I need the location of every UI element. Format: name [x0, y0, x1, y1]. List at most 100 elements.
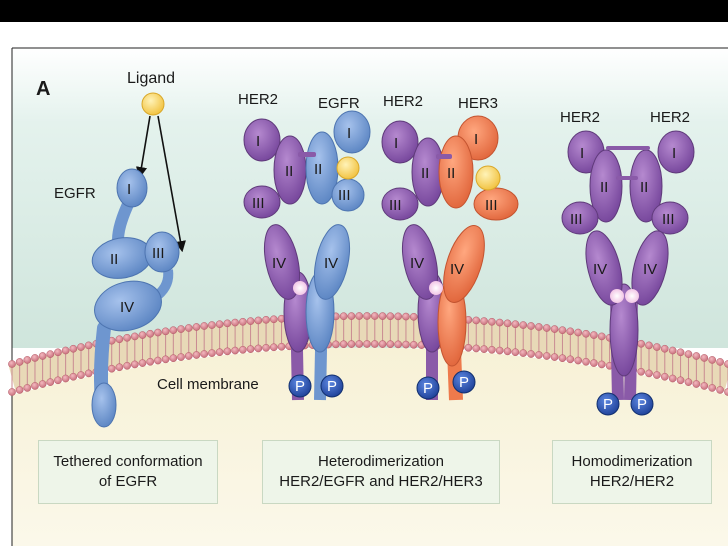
lipid-head	[402, 340, 410, 349]
het2-her3-label: HER3	[458, 95, 498, 112]
lipid-head	[15, 386, 24, 394]
lipid-head	[488, 317, 496, 326]
het2-dimer-contact	[429, 281, 443, 295]
het1-egfr-label: EGFR	[318, 95, 360, 112]
svg-text:IV: IV	[324, 255, 338, 272]
lipid-head	[637, 339, 645, 348]
lipid-head	[378, 312, 387, 320]
het1-her2-domain-iii	[243, 185, 281, 219]
svg-text:III: III	[662, 211, 675, 228]
lipid-head	[154, 328, 162, 337]
caption-heterodimerization: Heterodimerization HER2/EGFR and HER2/HE…	[262, 440, 500, 504]
lipid-head	[8, 360, 16, 368]
svg-text:II: II	[640, 179, 648, 196]
caption-homo-line2: HER2/HER2	[589, 473, 675, 490]
lipid-head	[503, 347, 512, 356]
lipid-head	[184, 324, 193, 332]
svg-text:II: II	[314, 161, 322, 178]
lipid-head	[169, 326, 178, 335]
homo-dimer-contact-right	[625, 289, 639, 303]
lipid-head	[676, 376, 685, 385]
lipid-head	[138, 359, 147, 367]
lipid-head	[355, 340, 364, 348]
caption-homo-line1: Homodimerization	[571, 453, 693, 470]
egfr-domain-iii-label: III	[152, 245, 165, 262]
svg-text:P: P	[423, 380, 433, 397]
svg-text:IV: IV	[450, 261, 464, 278]
het2-her3-domain-iii	[473, 187, 519, 221]
lipid-head	[724, 388, 728, 396]
homo-left-domain-iv	[585, 230, 623, 306]
lipid-head	[558, 326, 567, 335]
lipid-head	[519, 321, 528, 329]
homo-her2-right-label: HER2	[650, 109, 690, 126]
lipid-head	[378, 340, 387, 348]
lipid-head	[262, 343, 270, 352]
lipid-head	[653, 343, 661, 351]
svg-text:II: II	[447, 165, 455, 182]
svg-text:I: I	[474, 131, 478, 148]
heterodimer-her2-her3: HER2 HER3 I II III IV I II III IV P P	[381, 93, 519, 401]
svg-text:IV: IV	[272, 255, 286, 272]
lipid-head	[54, 376, 62, 385]
het2-her2-domain-i	[381, 120, 419, 164]
heterodimer-her2-egfr: HER2 EGFR I II III IV I II III IV P P	[238, 91, 371, 401]
lipid-head	[262, 315, 270, 324]
ligand-arrow-domain-iii	[157, 115, 186, 253]
lipid-head	[208, 349, 216, 357]
homo-left-domain-iii	[561, 201, 599, 235]
lipid-head	[107, 364, 116, 373]
lipid-head	[154, 356, 162, 365]
lipid-head	[130, 360, 139, 369]
lipid-head	[394, 312, 403, 321]
lipid-head	[46, 350, 55, 358]
lipid-head	[23, 356, 32, 364]
lipid-head	[146, 357, 155, 366]
lipid-head	[645, 341, 653, 350]
het2-her3-domain-iv	[443, 225, 485, 303]
lipid-head	[550, 353, 559, 361]
lipid-head	[246, 317, 255, 325]
lipid-head	[77, 371, 85, 379]
lipid-head	[370, 312, 379, 320]
lipid-head	[231, 318, 239, 327]
lipid-head	[386, 340, 395, 349]
lipid-head	[645, 369, 653, 378]
het2-her2-domain-iv	[401, 224, 439, 300]
homodimer-her2-her2: HER2 HER2 I II III IV I II III IV P P	[560, 109, 695, 416]
lipid-head	[409, 340, 418, 349]
lipid-head	[542, 324, 551, 332]
lipid-head	[700, 354, 709, 362]
het1-egfr-domain-i	[333, 110, 371, 154]
lipid-head	[480, 317, 488, 325]
lipid-head	[566, 355, 575, 364]
lipid-head	[370, 340, 379, 348]
svg-text:P: P	[327, 378, 337, 395]
egfr-domain-i-label: I	[127, 181, 131, 198]
lipid-head	[472, 316, 481, 325]
lipid-head	[637, 367, 645, 376]
svg-text:III: III	[252, 195, 265, 212]
lipid-head	[146, 329, 155, 338]
lipid-head	[582, 329, 590, 338]
lipid-head	[130, 332, 139, 341]
lipid-head	[169, 354, 178, 363]
svg-text:III: III	[338, 187, 351, 204]
homo-her2-left-label: HER2	[560, 109, 600, 126]
svg-text:IV: IV	[643, 261, 657, 278]
caption-hetero-line1: Heterodimerization	[318, 453, 444, 470]
egfr-domain-iv-label: IV	[120, 299, 134, 316]
lipid-head	[708, 384, 717, 392]
lipid-head	[339, 312, 348, 321]
egfr-domain-i	[116, 168, 148, 208]
lipid-head	[653, 371, 661, 379]
homo-right-domain-i	[657, 130, 695, 174]
het2-ligand-icon	[475, 165, 501, 191]
lipid-head	[668, 374, 677, 383]
het2-her2-domain-iii	[381, 187, 419, 221]
caption-homodimerization: Homodimerization HER2/HER2	[552, 440, 712, 504]
svg-text:IV: IV	[593, 261, 607, 278]
lipid-head	[692, 352, 701, 360]
het1-phospho-right	[320, 374, 344, 398]
top-bar	[0, 0, 728, 22]
